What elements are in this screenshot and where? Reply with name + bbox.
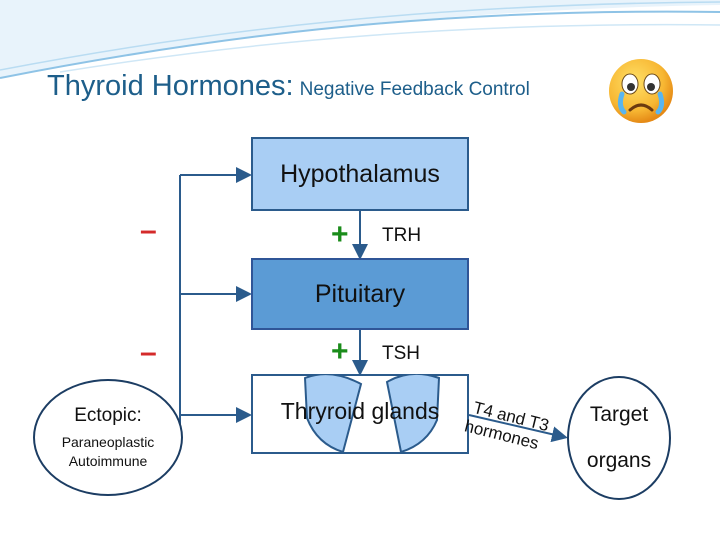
slide-title: Thyroid Hormones:Negative Feedback Contr… bbox=[47, 70, 530, 103]
thyroid-label: Thryroid glands bbox=[280, 398, 440, 424]
pituitary-box: Pituitary bbox=[251, 258, 469, 330]
thyroid-right-lobe bbox=[385, 374, 441, 454]
tsh-plus-sign: + bbox=[331, 335, 349, 368]
hypothalamus-label: Hypothalamus bbox=[280, 159, 440, 188]
inhibition-minus-pituitary: – bbox=[140, 336, 157, 369]
trh-label: TRH bbox=[382, 225, 422, 246]
ectopic-line-autoimmune: Autoimmune bbox=[68, 452, 148, 469]
thyroid-left-lobe bbox=[303, 374, 363, 454]
ectopic-title: Ectopic: bbox=[74, 404, 142, 426]
ectopic-oval: Ectopic: Paraneoplastic Autoimmune bbox=[33, 379, 183, 496]
target-label-line2: organs bbox=[586, 449, 652, 472]
hormones-to-target-arrow bbox=[468, 414, 568, 443]
hypothalamus-box: Hypothalamus bbox=[251, 137, 469, 211]
target-label-line1: Target bbox=[589, 403, 649, 426]
target-organs-oval: Target organs bbox=[567, 376, 671, 500]
thyroid-box: Thryroid glands bbox=[251, 374, 469, 454]
ectopic-line-paraneoplastic: Paraneoplastic bbox=[61, 433, 155, 450]
title-subtitle: Negative Feedback Control bbox=[299, 79, 530, 100]
header-decoration bbox=[0, 0, 720, 79]
tsh-label: TSH bbox=[382, 343, 420, 364]
crying-face-icon bbox=[609, 59, 673, 123]
pituitary-label: Pituitary bbox=[314, 279, 406, 308]
inhibition-minus-hypothalamus: – bbox=[140, 214, 157, 247]
title-main: Thyroid Hormones: bbox=[47, 70, 294, 102]
trh-plus-sign: + bbox=[331, 218, 349, 251]
